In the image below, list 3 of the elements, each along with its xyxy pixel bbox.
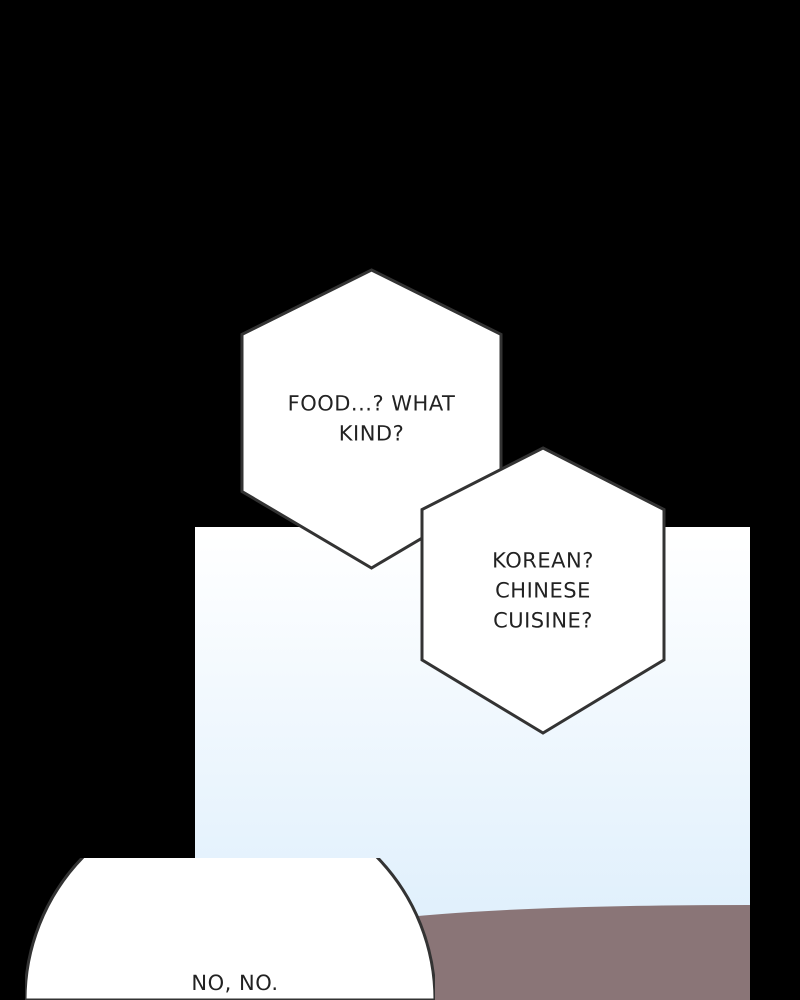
speech-text: FOOD...? WHAT KIND? (286, 390, 456, 448)
speech-text: NO, NO. (190, 970, 280, 997)
speech-text: KOREAN? CHINESE CUISINE? (491, 546, 595, 635)
